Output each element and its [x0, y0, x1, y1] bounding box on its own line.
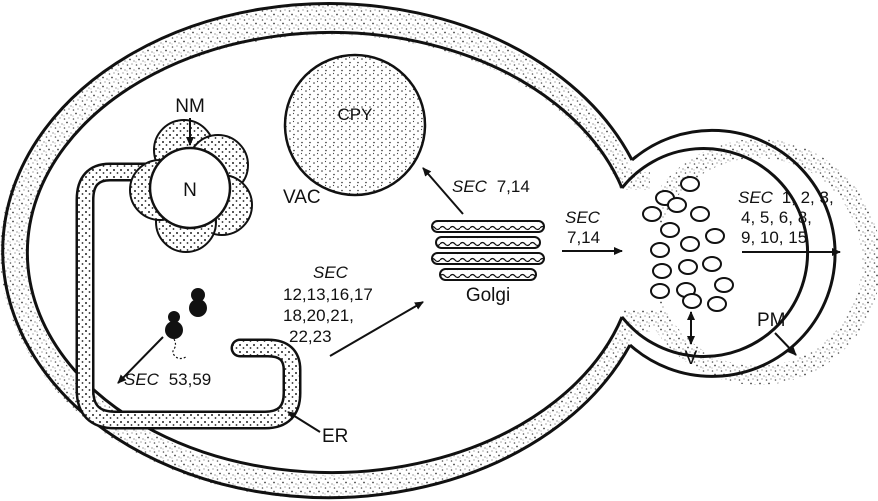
- sec-er-to-golgi-line3: 22,23: [289, 327, 332, 346]
- vacuole-label: VAC: [283, 187, 321, 208]
- nucleus-label: N: [183, 180, 197, 201]
- plasma-membrane-label: PM: [757, 310, 786, 331]
- vesicle: [681, 237, 699, 251]
- nuclear-membrane-label: NM: [175, 96, 205, 117]
- sec-golgi-to-vesicles-numbers: 7,14: [567, 228, 600, 247]
- vesicle: [661, 223, 679, 237]
- sec-numbers: 7,14: [497, 177, 530, 196]
- er-label: ER: [322, 426, 348, 447]
- vesicle: [683, 294, 701, 308]
- vesicle: [708, 297, 726, 311]
- sec-word: SEC: [738, 188, 774, 207]
- vacuole: CPY: [285, 55, 425, 195]
- sec-golgi-to-vesicles-word: SEC: [565, 208, 601, 227]
- sec-secretion-line2: 4, 5, 6, 8,: [741, 208, 812, 227]
- sec-er-to-golgi-word: SEC: [313, 263, 349, 282]
- vesicle: [715, 278, 733, 292]
- ribosome: [189, 288, 207, 317]
- sec-numbers: 1, 2, 3,: [782, 188, 834, 207]
- vesicle: [668, 198, 686, 212]
- sec-secretion-line1: SEC 1, 2, 3,: [738, 188, 834, 207]
- golgi-label: Golgi: [466, 285, 510, 306]
- vesicle: [691, 207, 709, 221]
- carboxypeptidase-label: CPY: [338, 105, 373, 124]
- sec-word: SEC: [124, 370, 160, 389]
- vesicle: [679, 260, 697, 274]
- vesicle: [651, 243, 669, 257]
- sec-word: SEC: [452, 177, 488, 196]
- sec-vacuole-branch-label: SEC 7,14: [452, 177, 530, 196]
- vesicle: [706, 229, 724, 243]
- vesicle: [703, 257, 721, 271]
- sec-numbers: 53,59: [169, 370, 212, 389]
- sec-er-to-golgi-line1: 12,13,16,17: [283, 285, 373, 304]
- vesicle: [653, 264, 671, 278]
- vesicles-label: V: [685, 348, 698, 369]
- sec-secretion-line3: 9, 10, 15: [741, 228, 807, 247]
- vesicle: [681, 177, 699, 191]
- sec-er-to-golgi-line2: 18,20,21,: [283, 306, 354, 325]
- vesicle: [651, 284, 669, 298]
- vesicle: [643, 207, 661, 221]
